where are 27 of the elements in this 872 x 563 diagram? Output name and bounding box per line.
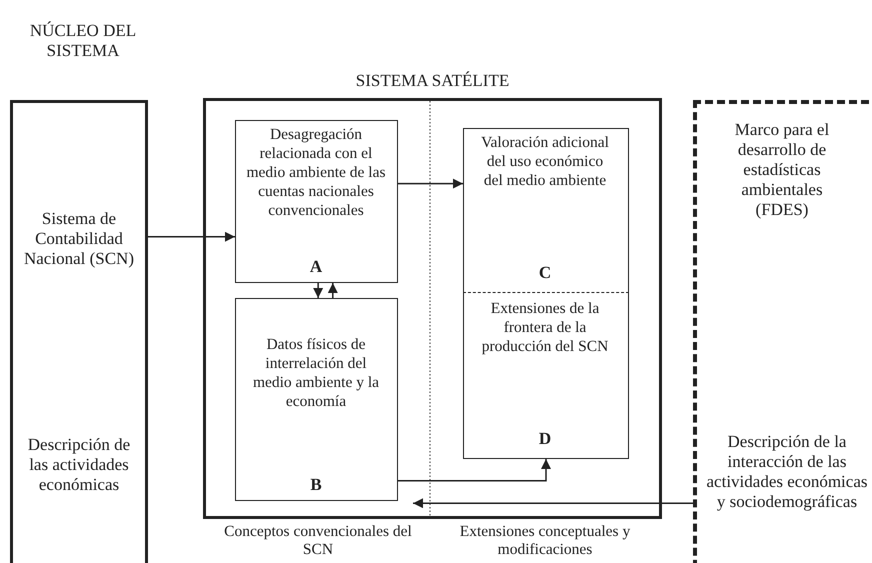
arrow (413, 498, 693, 508)
box-letter: B (309, 475, 323, 495)
panel-text: Descripción de la interacción de las actividades económicas y sociodemográficas (706, 432, 868, 512)
arrow (398, 459, 551, 482)
box-letter: D (538, 429, 552, 449)
process-box (463, 128, 629, 292)
panel-text: Marco para el desarrollo de estadísticas ambientales (FDES) (734, 120, 830, 220)
box-letter: C (538, 263, 552, 283)
box-text: Desagregación relacionada con el medio ambiente de las cuentas nacionales convencionales (246, 125, 386, 220)
dashed-column-panel (693, 100, 872, 563)
process-box (235, 298, 398, 501)
process-box (463, 292, 629, 459)
column-heading: NÚCLEO DEL SISTEMA (28, 21, 138, 61)
column-caption: Extensiones conceptuales y modificaciones (458, 523, 632, 559)
box-text: Datos físicos de interrelación del medio ambiente y la economía (252, 335, 380, 411)
process-box (235, 120, 398, 283)
arrow (398, 178, 463, 189)
group-title: SISTEMA SATÉLITE (354, 71, 510, 91)
panel-text: Sistema de Contabilidad Nacional (SCN) (23, 209, 135, 269)
box-text: Valoración adicional del uso económico del medio ambiente (480, 133, 610, 190)
box-letter: A (308, 257, 324, 277)
arrow (148, 232, 235, 242)
column-caption: Conceptos convencionales del SCN (223, 523, 413, 559)
box-text: Extensiones de la frontera de la producción del SCN (480, 299, 610, 356)
panel-text: Descripción de las actividades económicas (26, 435, 132, 495)
arrow (328, 283, 338, 298)
arrow (313, 283, 324, 298)
